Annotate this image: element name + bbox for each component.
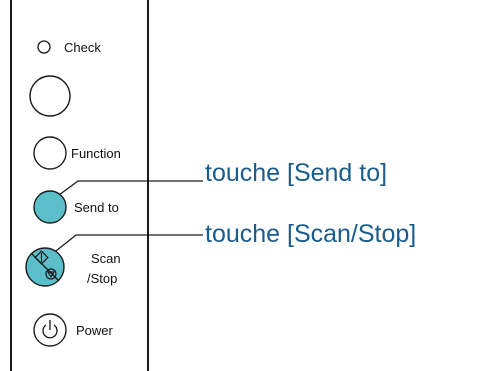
power-button[interactable]	[33, 313, 67, 347]
scan-stop-label-line2: /Stop	[87, 271, 118, 286]
send-to-button[interactable]	[33, 190, 67, 224]
scan-stop-button[interactable]	[25, 247, 65, 287]
panel-right-edge	[147, 0, 149, 371]
function-label: Function	[71, 146, 121, 161]
send-to-leader-line	[58, 180, 203, 196]
scan-stop-label-line1: Scan	[91, 251, 121, 266]
power-icon	[42, 320, 58, 339]
check-led	[37, 40, 51, 54]
scan-stop-leader-line	[55, 234, 203, 252]
panel-left-edge	[10, 0, 12, 371]
send-to-callout: touche [Send to]	[205, 159, 388, 187]
scan-stop-callout: touche [Scan/Stop]	[205, 220, 417, 248]
send-to-label: Send to	[74, 200, 119, 215]
scan-stop-icon	[34, 250, 57, 280]
function-button[interactable]	[33, 136, 67, 170]
power-label: Power	[76, 323, 113, 338]
check-label: Check	[64, 40, 101, 55]
large-button[interactable]	[29, 75, 71, 117]
